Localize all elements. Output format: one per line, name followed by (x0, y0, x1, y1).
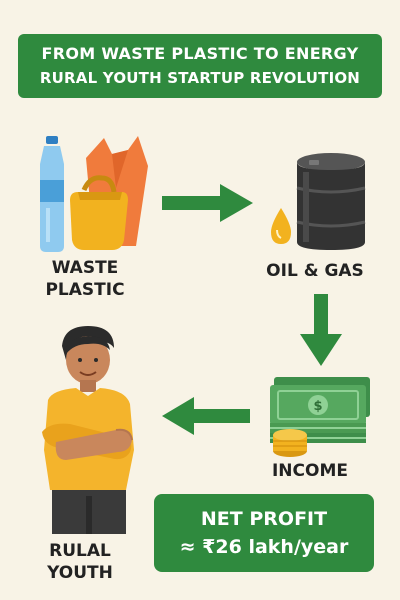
rural-youth-label: RULAL YOUTH (25, 540, 135, 584)
oil-gas-label: OIL & GAS (266, 261, 364, 281)
youth-label-line2: YOUTH (47, 563, 113, 583)
waste-label-line1: WASTE (51, 258, 119, 278)
waste-label-line2: PLASTIC (45, 280, 125, 300)
waste-plastic-label: WASTE PLASTIC (20, 257, 150, 301)
net-profit-box: NET PROFIT ≈ ₹26 lakh/year (154, 494, 374, 572)
youth-label-line1: RULAL (49, 541, 111, 561)
title-banner: FROM WASTE PLASTIC TO ENERGY RURAL YOUTH… (18, 34, 382, 98)
banner-subtitle: RURAL YOUTH STARTUP REVOLUTION (39, 69, 361, 87)
banner-title: FROM WASTE PLASTIC TO ENERGY (41, 44, 359, 63)
svg-text:$: $ (313, 399, 322, 414)
oil-barrel-icon (271, 153, 366, 250)
money-stack-icon: $ (270, 377, 370, 457)
net-profit-title: NET PROFIT (200, 508, 328, 530)
arrow-right-icon (162, 184, 253, 222)
rural-youth-figure (42, 326, 134, 534)
income-label: INCOME (271, 461, 348, 481)
arrow-down-icon (300, 294, 342, 366)
net-profit-value: ≈ ₹26 lakh/year (179, 536, 349, 558)
arrow-left-icon (162, 397, 250, 435)
plastic-waste-icon (40, 136, 148, 252)
